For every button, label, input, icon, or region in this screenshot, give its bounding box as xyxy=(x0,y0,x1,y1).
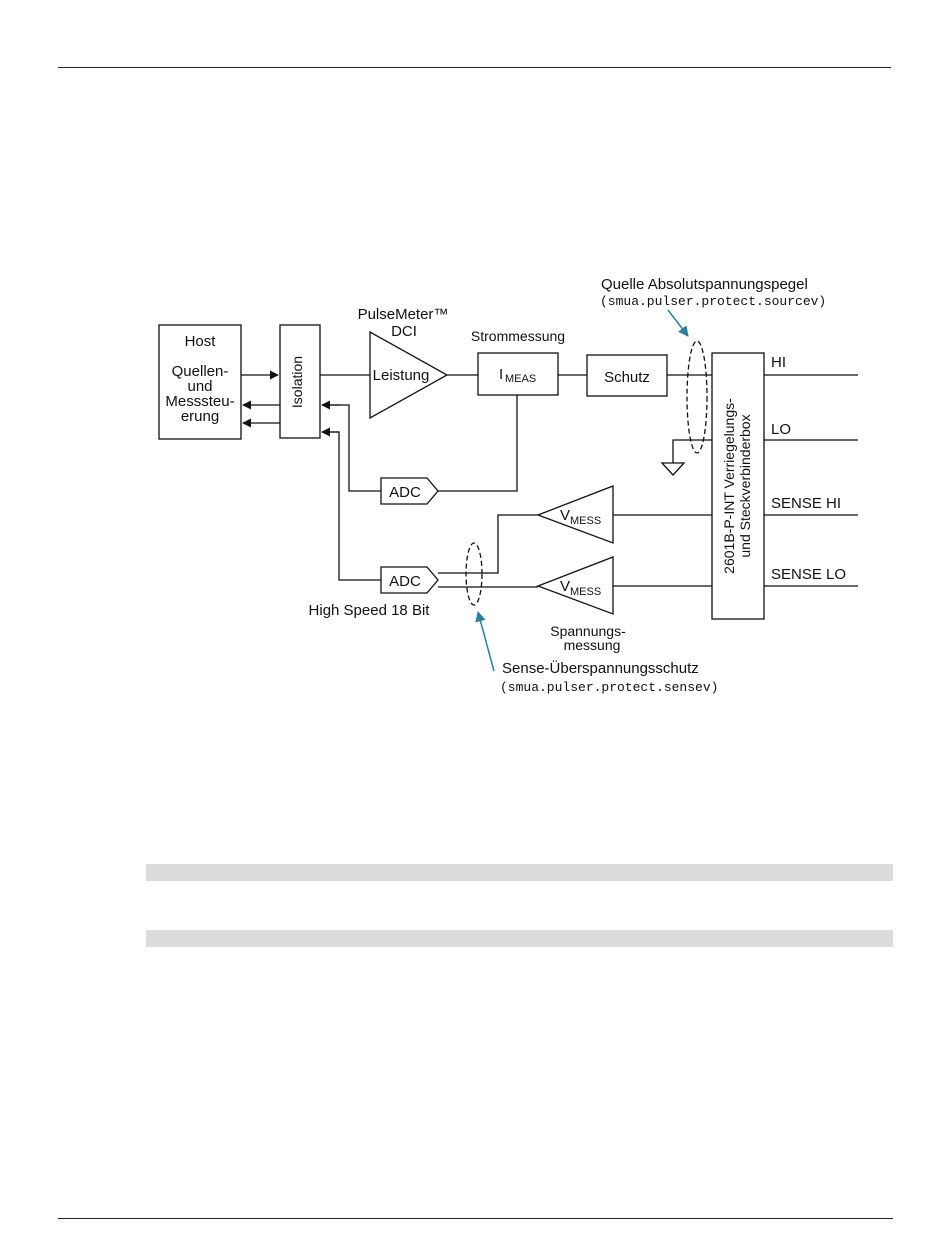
source-protect-title: Quelle Absolutspannungspegel xyxy=(601,276,808,293)
source-protect-command: (smua.pulser.protect.sourcev) xyxy=(600,294,826,309)
isolation-label: Isolation xyxy=(289,356,305,408)
terminal-lo: LO xyxy=(771,421,791,438)
current-measure-title: Strommessung xyxy=(471,328,565,344)
terminal-hi: HI xyxy=(771,354,786,371)
connector-box xyxy=(711,352,765,620)
imeas-label-sub: MEAS xyxy=(505,373,536,385)
footer-rule xyxy=(58,1218,893,1219)
sense-protect-command: (smua.pulser.protect.sensev) xyxy=(500,680,718,695)
sense-protect-ellipse xyxy=(465,542,483,606)
protection-label: Schutz xyxy=(604,369,650,386)
connector-box-line-2: und Steckverbinderbox xyxy=(737,414,753,557)
voltage-measure-line-2: messung xyxy=(564,637,621,653)
vmess-bottom-main: V xyxy=(560,578,570,595)
source-protect-arrow xyxy=(667,309,689,337)
terminal-sense-lo: SENSE LO xyxy=(771,566,846,583)
code-band-2 xyxy=(146,930,893,947)
source-protect-ellipse xyxy=(686,340,708,454)
adc-bottom-label: ADC xyxy=(389,573,421,590)
host-title: Host xyxy=(185,333,217,350)
voltage-measure-line-1: Spannungs- xyxy=(550,623,626,639)
header-rule xyxy=(58,67,891,68)
vmess-bottom-sub: MESS xyxy=(570,586,601,598)
power-amp-label: Leistung xyxy=(373,367,430,384)
code-band-1 xyxy=(146,864,893,881)
sense-protect-arrow xyxy=(475,610,495,672)
pulsemeter-line-2: DCI xyxy=(391,323,417,340)
adc-top-block xyxy=(380,477,439,505)
pulsemeter-line-1: PulseMeter™ xyxy=(358,306,449,323)
terminal-sense-hi: SENSE HI xyxy=(771,495,841,512)
signal-lines xyxy=(320,374,858,588)
vmess-top-sub: MESS xyxy=(570,515,601,527)
host-block xyxy=(158,324,242,440)
imeas-block xyxy=(477,352,559,396)
isolation-block xyxy=(279,324,321,439)
sense-protect-title: Sense-Überspannungsschutz xyxy=(502,659,699,677)
adc-top-label: ADC xyxy=(389,484,421,501)
pulse-measure-block-diagram: Host Quellen- und Messsteu- erung Isolat… xyxy=(158,276,858,695)
host-line-1: Quellen- xyxy=(172,363,229,380)
host-line-3: Messsteu- xyxy=(165,393,234,410)
vmess-top-main: V xyxy=(560,507,570,524)
connector-box-line-1: 2601B-P-INT Verriegelungs- xyxy=(721,398,737,574)
imeas-label-main: I xyxy=(499,366,503,383)
host-line-2: und xyxy=(187,378,212,395)
host-line-4: erung xyxy=(181,408,219,425)
adc-bottom-block xyxy=(380,566,439,594)
adc-bottom-caption: High Speed 18 Bit xyxy=(309,602,431,619)
